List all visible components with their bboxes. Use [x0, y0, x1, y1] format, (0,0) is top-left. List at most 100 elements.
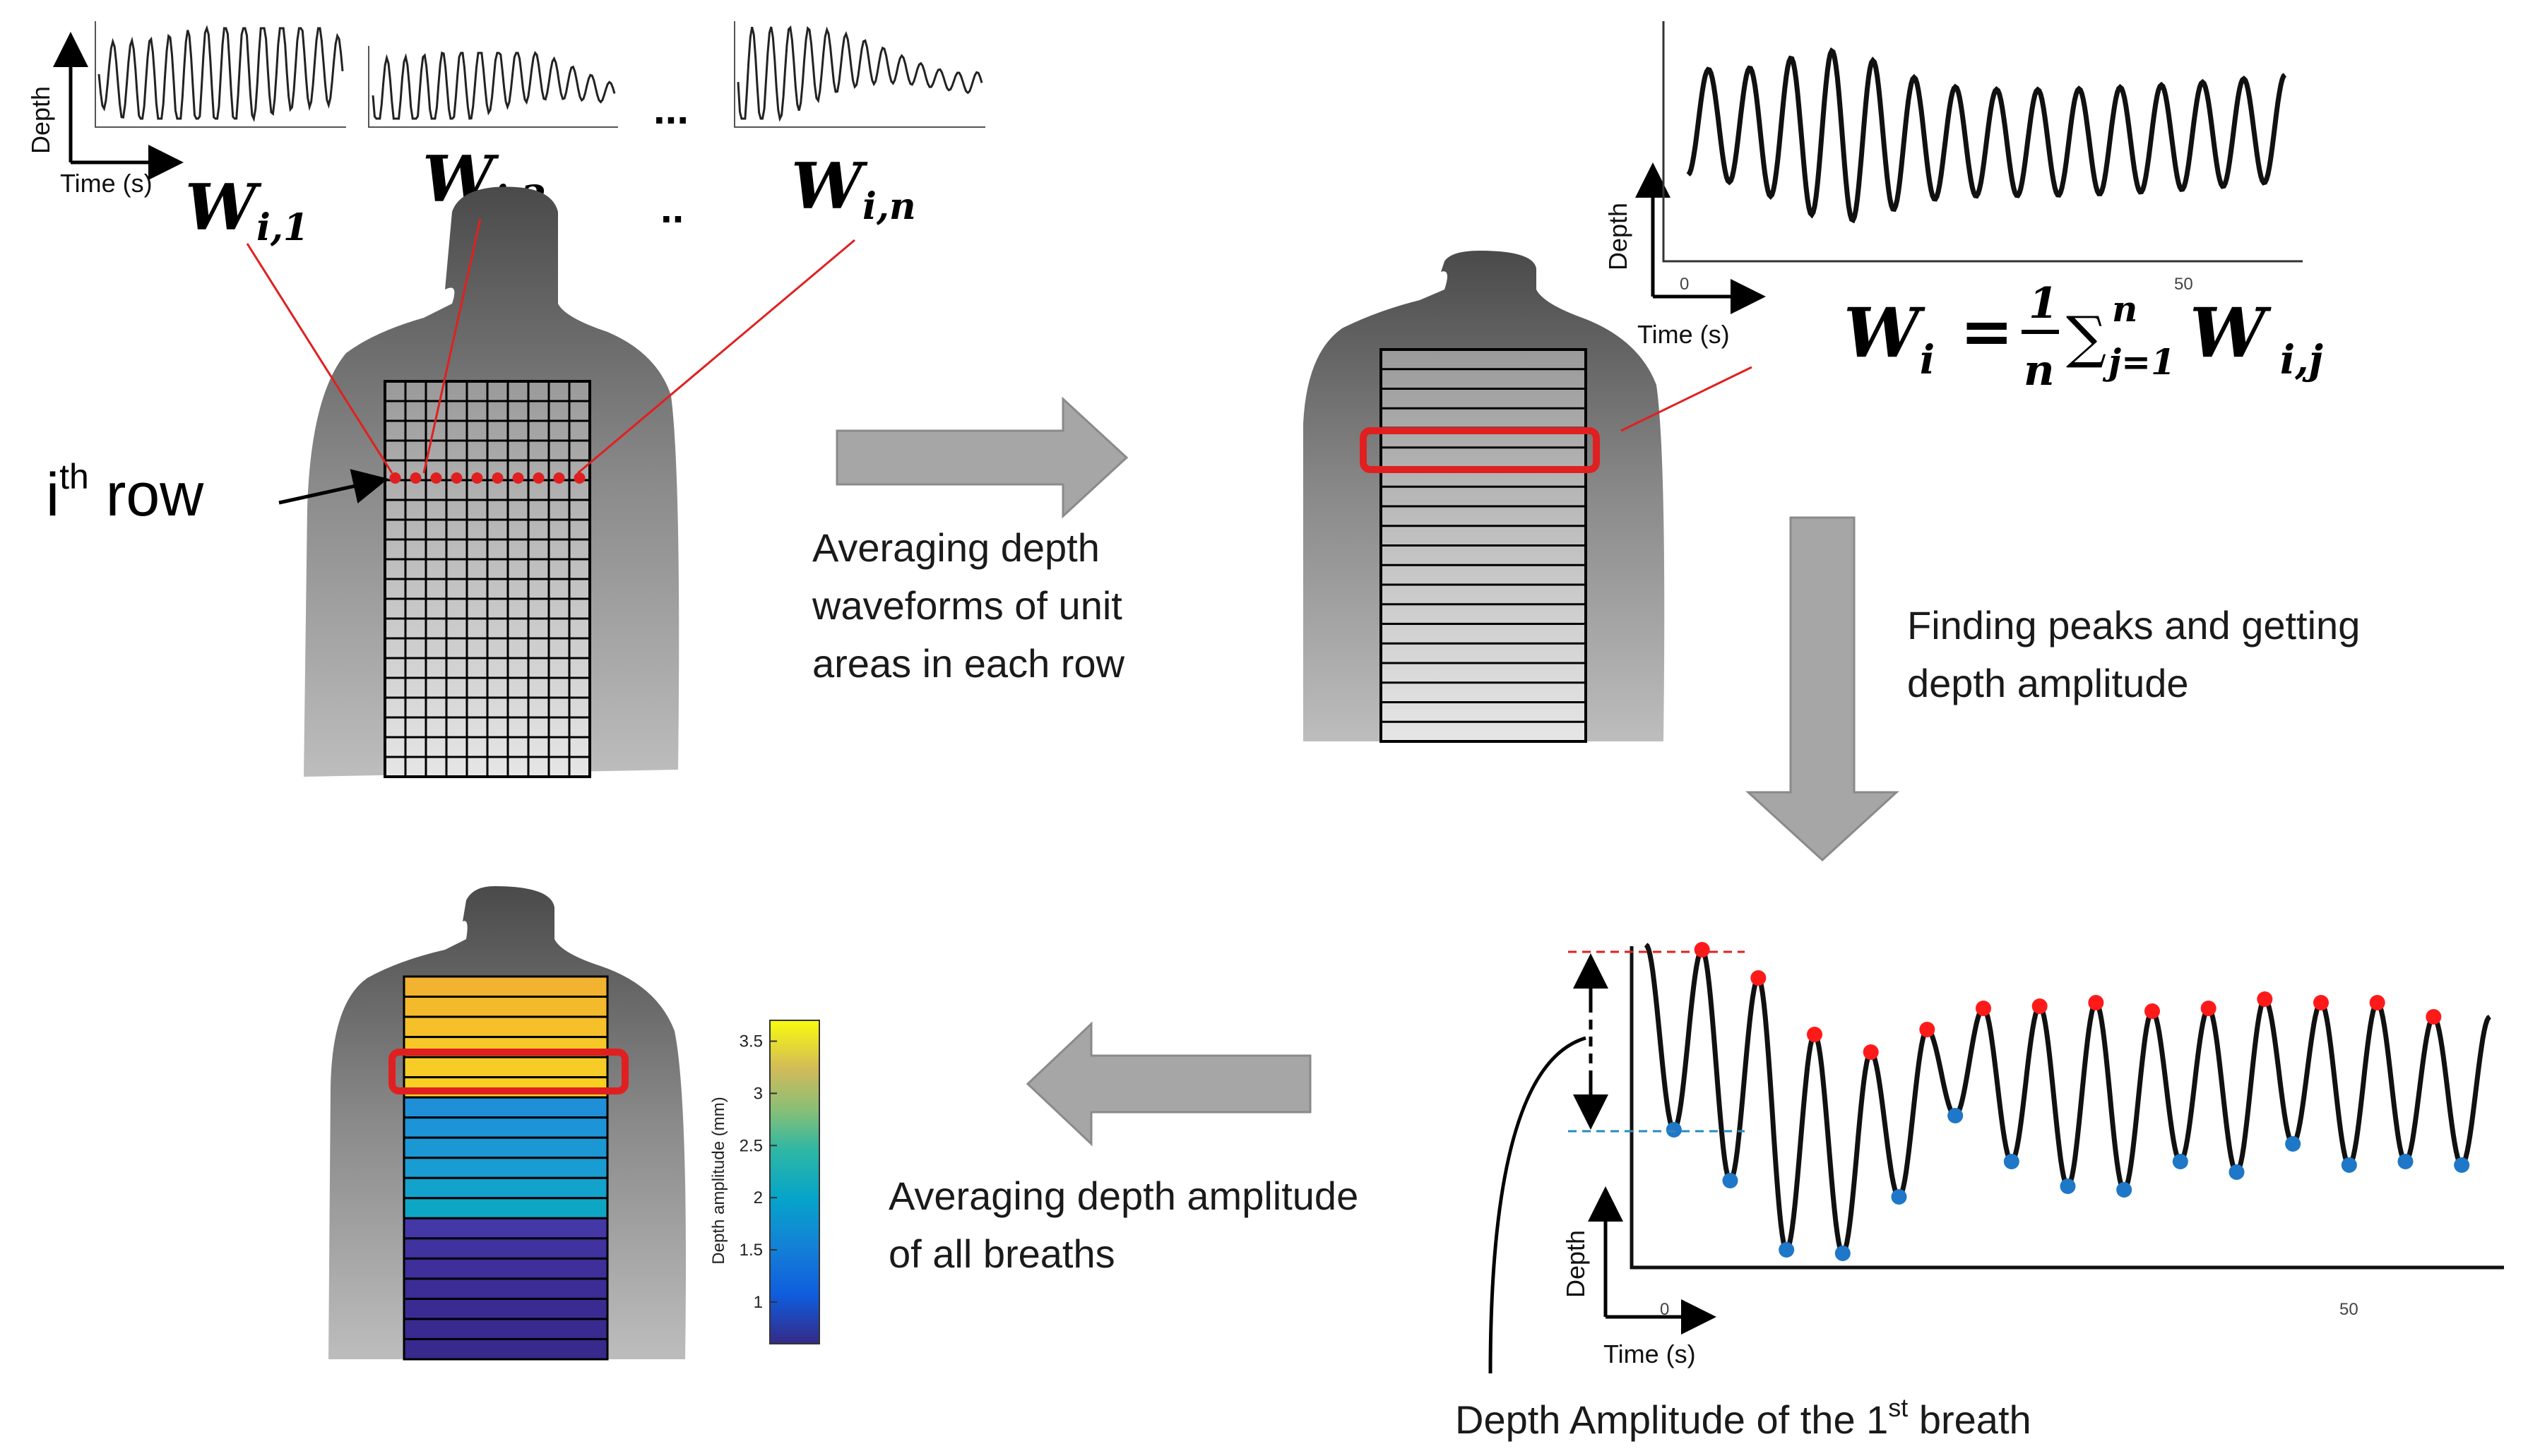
colorbar-ticks: 3.532.521.51	[740, 1032, 777, 1312]
mini-plot-y-label: Depth	[26, 86, 55, 154]
caption-averaging-rows: Averaging depth waveforms of unit areas …	[812, 525, 1133, 686]
row-sample-points	[389, 472, 586, 484]
trough-marker	[2285, 1136, 2301, 1152]
amplitude-row	[403, 1237, 609, 1260]
peak-marker	[2200, 1001, 2216, 1016]
amplitude-rows	[403, 975, 609, 1361]
colorbar-tick-label: 3	[754, 1084, 763, 1103]
row-sample-point	[389, 472, 401, 484]
mini-wave-1	[97, 25, 344, 122]
colorbar: 3.532.521.51 Depth amplitude (mm)	[709, 1020, 820, 1344]
formula-sum-sup: n	[2112, 288, 2137, 330]
amplitude-row	[403, 1157, 609, 1179]
formula-sum-sub: j=1	[2102, 341, 2176, 383]
trough-marker	[2003, 1154, 2019, 1169]
mini-plots: Depth Time (s) ... ..	[26, 21, 985, 232]
trough-marker	[1666, 1122, 1682, 1138]
trough-marker	[2060, 1178, 2076, 1194]
peak-marker	[2313, 995, 2329, 1010]
trough-marker	[2172, 1154, 2188, 1169]
leader-line-2	[422, 218, 482, 474]
trough-marker	[2116, 1182, 2132, 1198]
amplitude-row	[403, 1277, 609, 1300]
amplitude-row	[403, 1297, 609, 1320]
peak-wave	[1644, 943, 2491, 1257]
row-sample-point	[533, 472, 545, 484]
trough-marker	[1834, 1246, 1851, 1261]
w-label-n: Wi,n	[791, 149, 916, 228]
amplitude-row	[403, 1337, 609, 1361]
avg-plot-x-label: Time (s)	[1637, 320, 1730, 349]
ellipsis-top: ...	[653, 85, 689, 133]
averaged-wave	[1686, 47, 2287, 224]
amplitude-row	[403, 1318, 609, 1340]
w-label-1: Wi,1	[185, 170, 309, 249]
peak-marker	[2031, 998, 2048, 1014]
peak-marker	[1976, 1001, 1991, 1016]
row-stripes	[1379, 348, 1587, 743]
formula-frac-den: n	[2024, 346, 2055, 395]
colorbar-label: Depth amplitude (mm)	[709, 1097, 728, 1264]
row-sample-point	[430, 472, 442, 484]
colorbar-tick-label: 1	[754, 1293, 763, 1312]
amplitude-row	[403, 1096, 609, 1119]
peak-marker	[2426, 1009, 2442, 1025]
unit-area-grid	[384, 380, 591, 778]
colorbar-tick-label: 2.5	[740, 1136, 763, 1155]
mini-plot-3	[734, 21, 985, 128]
peak-marker	[1919, 1022, 1935, 1037]
amplitude-row	[403, 996, 609, 1018]
amplitude-row	[403, 1136, 609, 1159]
avg-plot-tick-50: 50	[2174, 275, 2193, 294]
formula-lhs: Wi	[1844, 293, 1935, 383]
formula-sum: ∑	[2066, 304, 2106, 370]
row-sample-point	[451, 472, 463, 484]
amplitude-row	[403, 1217, 609, 1240]
body-rows-figure	[1303, 251, 1752, 743]
colorbar-tick-label: 3.5	[740, 1032, 763, 1051]
peak-marker	[1694, 942, 1710, 957]
averaged-wave-plot: Depth Time (s) 0 50	[1603, 21, 2303, 349]
ellipsis-lower: ..	[660, 184, 684, 232]
peak-marker	[1807, 1027, 1822, 1042]
body-grid-figure: ith row	[46, 186, 855, 778]
row-sample-point	[410, 472, 422, 484]
mini-plot-x-label: Time (s)	[60, 169, 153, 198]
caption-first-breath: Depth Amplitude of the 1st breath	[1455, 1393, 2031, 1442]
peak-marker	[1750, 970, 1767, 986]
trough-marker	[2454, 1157, 2470, 1173]
trough-marker	[2229, 1164, 2245, 1180]
colorbar-gradient	[769, 1020, 820, 1344]
avg-plot-tick-0: 0	[1680, 275, 1689, 294]
peak-plot-tick-50: 50	[2339, 1300, 2358, 1319]
peak-marker	[2369, 995, 2385, 1010]
formula-equals: =	[1960, 294, 2013, 369]
row-sample-point	[471, 472, 483, 484]
peak-marker	[2088, 995, 2104, 1010]
mini-plot-2	[368, 46, 618, 128]
row-sample-point	[553, 472, 565, 484]
amplitude-row	[403, 1197, 609, 1219]
arrow-left	[1026, 1021, 1312, 1147]
trough-marker	[2397, 1154, 2414, 1169]
leader-line-1	[246, 243, 393, 474]
peak-plot: Depth Time (s) 0 50	[1488, 942, 2504, 1374]
body-amplitude-figure	[328, 886, 686, 1361]
peak-marker	[1863, 1044, 1879, 1060]
peak-marker	[2257, 991, 2273, 1007]
trough-marker	[1722, 1173, 1738, 1188]
trough-marker	[2341, 1157, 2357, 1173]
colorbar-tick-label: 1.5	[740, 1241, 763, 1260]
peak-plot-x-label: Time (s)	[1603, 1339, 1696, 1368]
amplitude-row	[403, 1116, 609, 1139]
mini-plot-1	[95, 21, 346, 128]
caption-finding-peaks: Finding peaks and getting depth amplitud…	[1907, 603, 2371, 705]
highlight-row-mid	[1360, 427, 1600, 473]
amplitude-row	[403, 1257, 609, 1280]
peak-marker	[2144, 1003, 2160, 1019]
leader-line-mid	[1620, 366, 1752, 432]
row-label: ith row	[46, 457, 204, 529]
